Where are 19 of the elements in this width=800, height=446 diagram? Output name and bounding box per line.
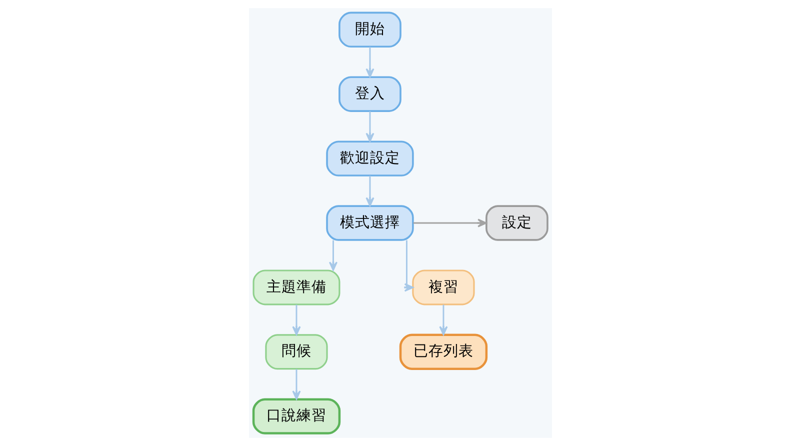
arrow (365, 176, 374, 206)
node-box: 設定 (485, 205, 548, 241)
arrow (404, 240, 414, 292)
node-box: 口說練習 (252, 398, 340, 434)
node-box: 問候 (264, 334, 328, 370)
arrow (438, 304, 448, 336)
arrow (328, 240, 338, 271)
arrow (292, 369, 300, 400)
arrow (292, 304, 300, 336)
node-box: 模式選擇 (326, 205, 414, 241)
node-box: 開始 (338, 12, 401, 48)
node-box: 歡迎設定 (326, 140, 414, 176)
node-box: 複習 (412, 270, 474, 306)
arrow (365, 46, 374, 78)
node-box: 主題準備 (252, 270, 340, 306)
node-box: 已存列表 (398, 334, 488, 370)
node-box: 登入 (338, 76, 401, 112)
arrow (412, 218, 486, 228)
arrow (365, 111, 374, 142)
